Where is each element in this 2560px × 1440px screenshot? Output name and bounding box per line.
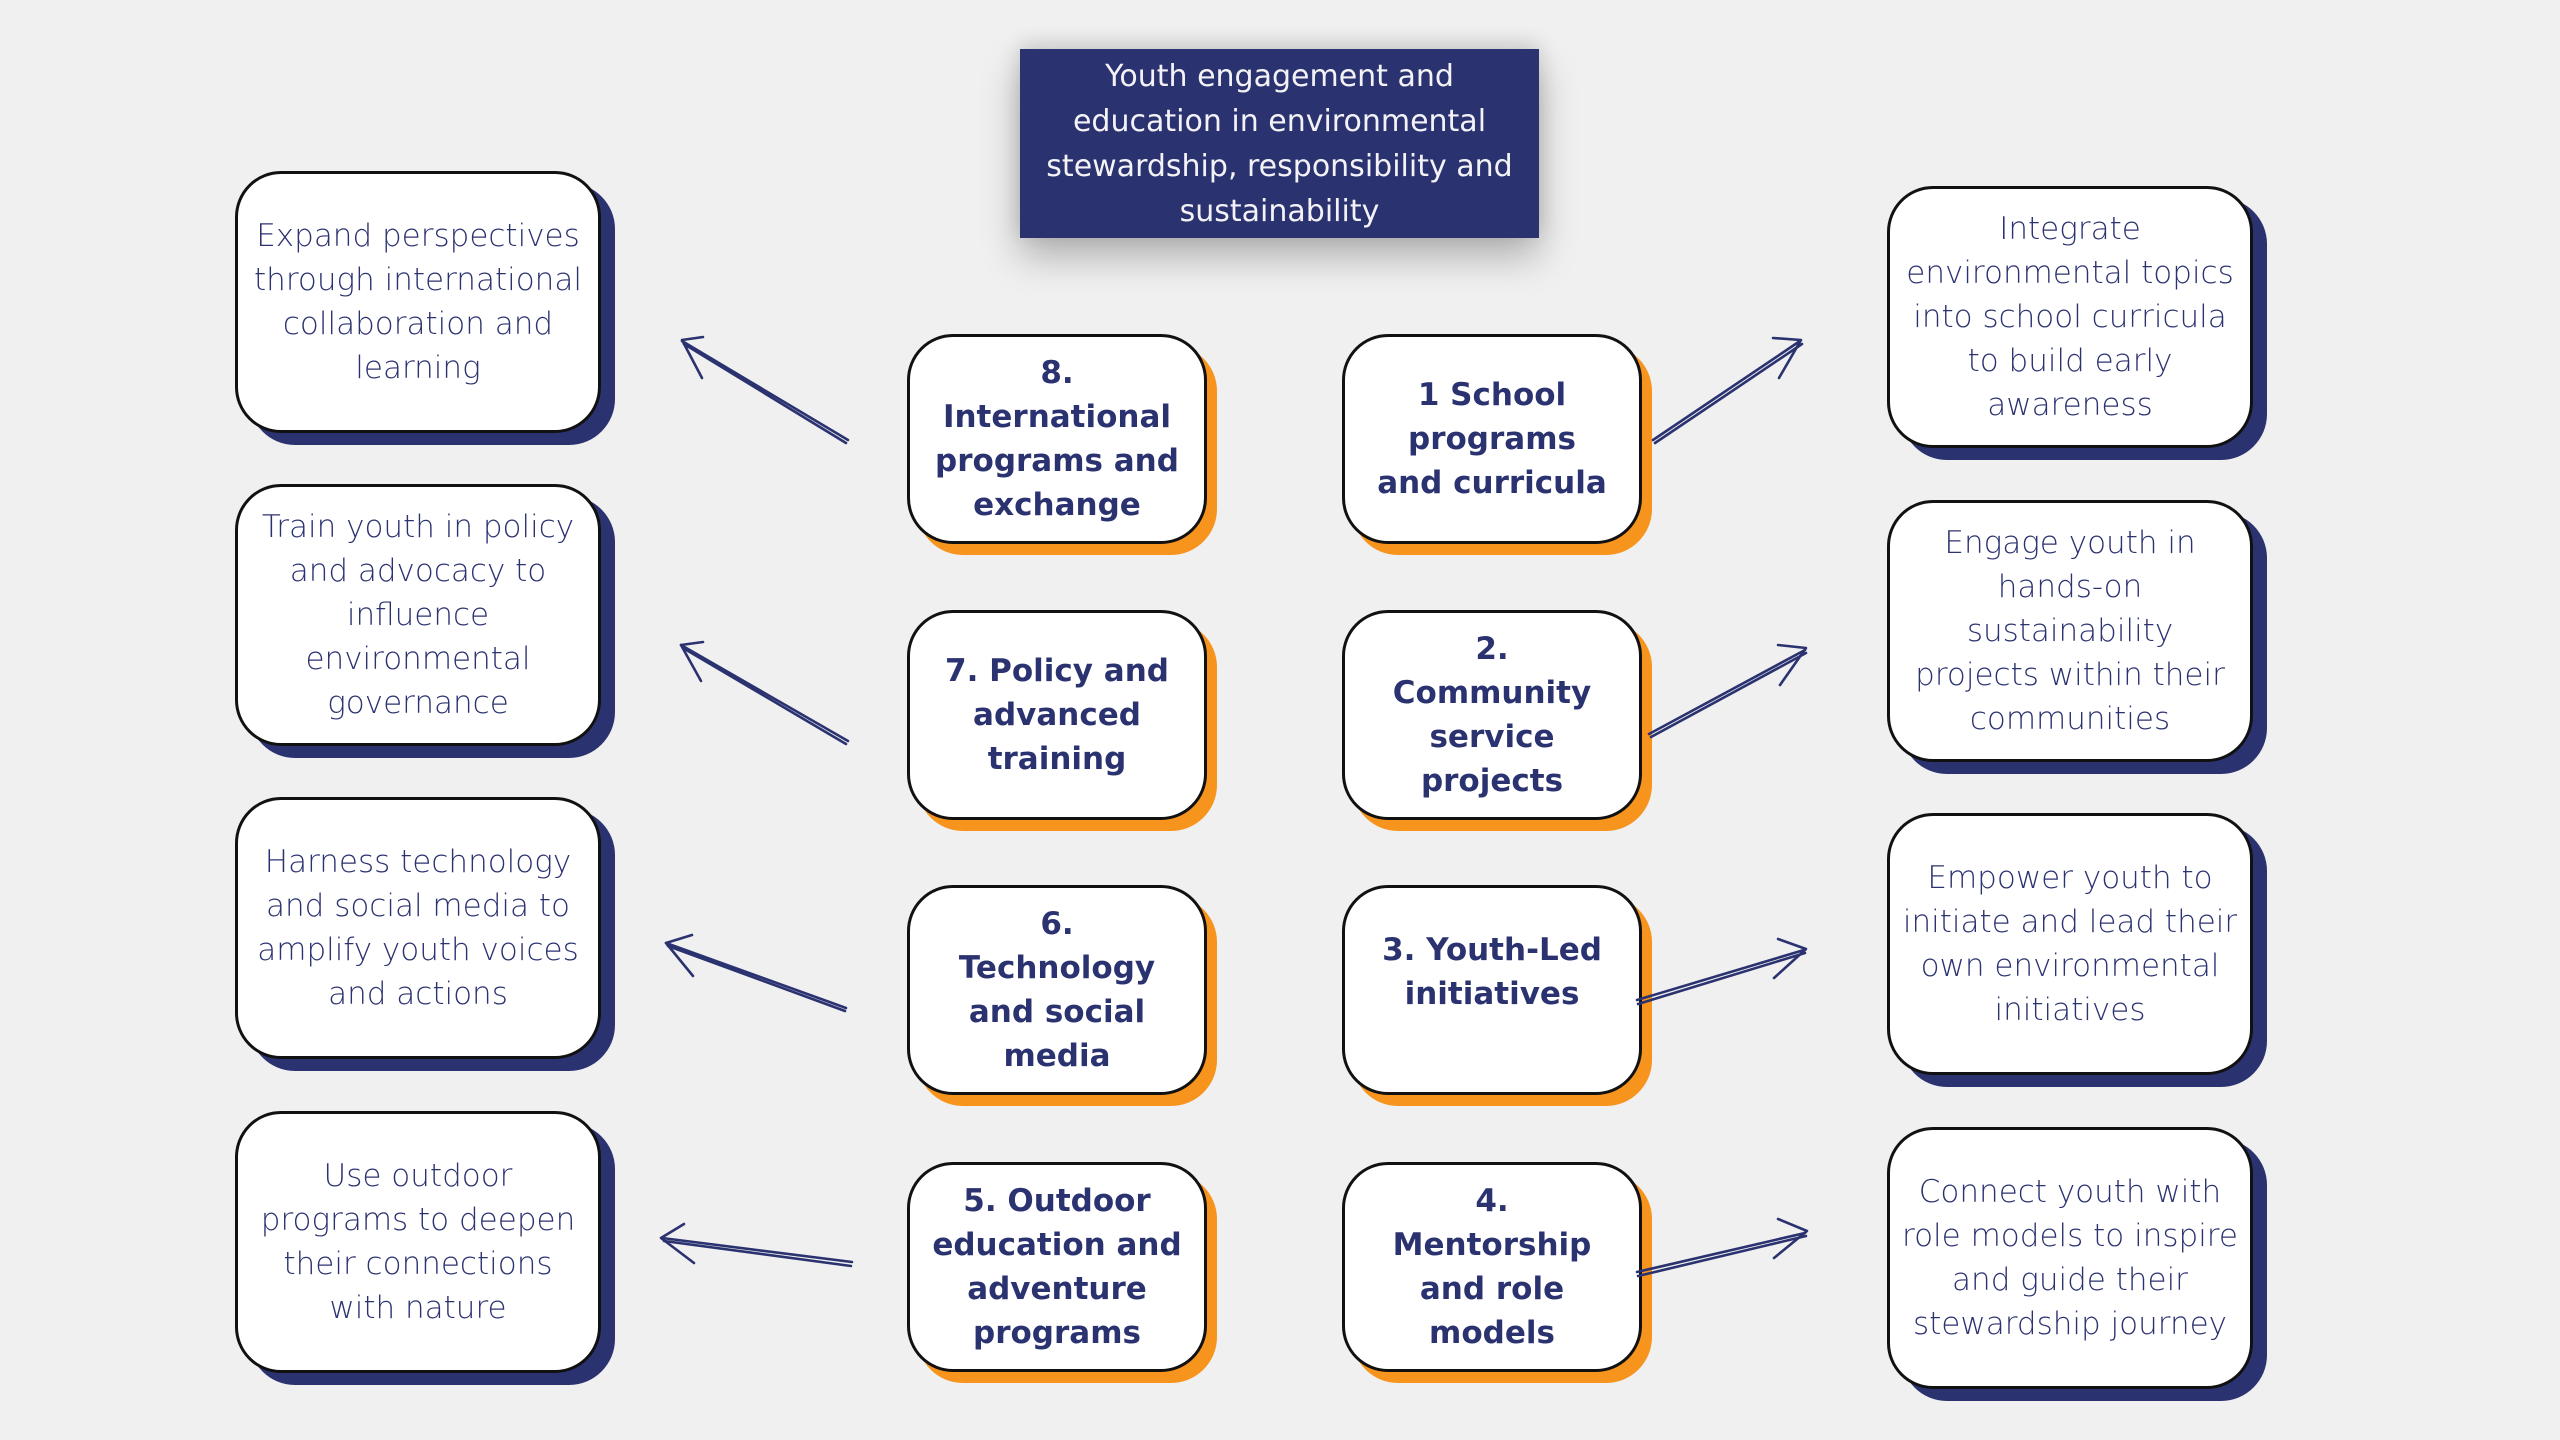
outcome-box-7: Train youth in policy and advocacy to in… bbox=[235, 484, 601, 746]
arrow-4 bbox=[1635, 1217, 1809, 1278]
outcome-box-3: Empower youth to initiate and lead their… bbox=[1887, 813, 2253, 1075]
arrow-8 bbox=[680, 335, 850, 445]
program-box-6: 6. Technology and social media bbox=[907, 885, 1207, 1095]
program-box-5: 5. Outdoor education and adventure progr… bbox=[907, 1162, 1207, 1372]
outcome-box-4: Connect youth with role models to inspir… bbox=[1887, 1127, 2253, 1389]
arrow-1 bbox=[1651, 336, 1804, 445]
program-box-7: 7. Policy and advanced training bbox=[907, 610, 1207, 820]
arrow-5 bbox=[659, 1222, 854, 1268]
outcome-box-8: Expand perspectives through internationa… bbox=[235, 171, 601, 433]
arrow-6 bbox=[664, 933, 848, 1013]
program-box-2: 2. Community service projects bbox=[1342, 610, 1642, 820]
diagram-title: Youth engagement and education in enviro… bbox=[1020, 49, 1539, 238]
outcome-box-2: Engage youth in hands-on sustainability … bbox=[1887, 500, 2253, 762]
outcome-box-1: Integrate environmental topics into scho… bbox=[1887, 186, 2253, 448]
outcome-box-6: Harness technology and social media to a… bbox=[235, 797, 601, 1059]
program-box-1: 1 School programs and curricula bbox=[1342, 334, 1642, 544]
program-box-8: 8. International programs and exchange bbox=[907, 334, 1207, 544]
program-box-4: 4. Mentorship and role models bbox=[1342, 1162, 1642, 1372]
arrow-7 bbox=[679, 640, 850, 746]
arrow-3 bbox=[1635, 937, 1808, 1006]
arrow-2 bbox=[1647, 643, 1808, 739]
program-box-3: 3. Youth-Led initiatives bbox=[1342, 885, 1642, 1095]
outcome-box-5: Use outdoor programs to deepen their con… bbox=[235, 1111, 601, 1373]
